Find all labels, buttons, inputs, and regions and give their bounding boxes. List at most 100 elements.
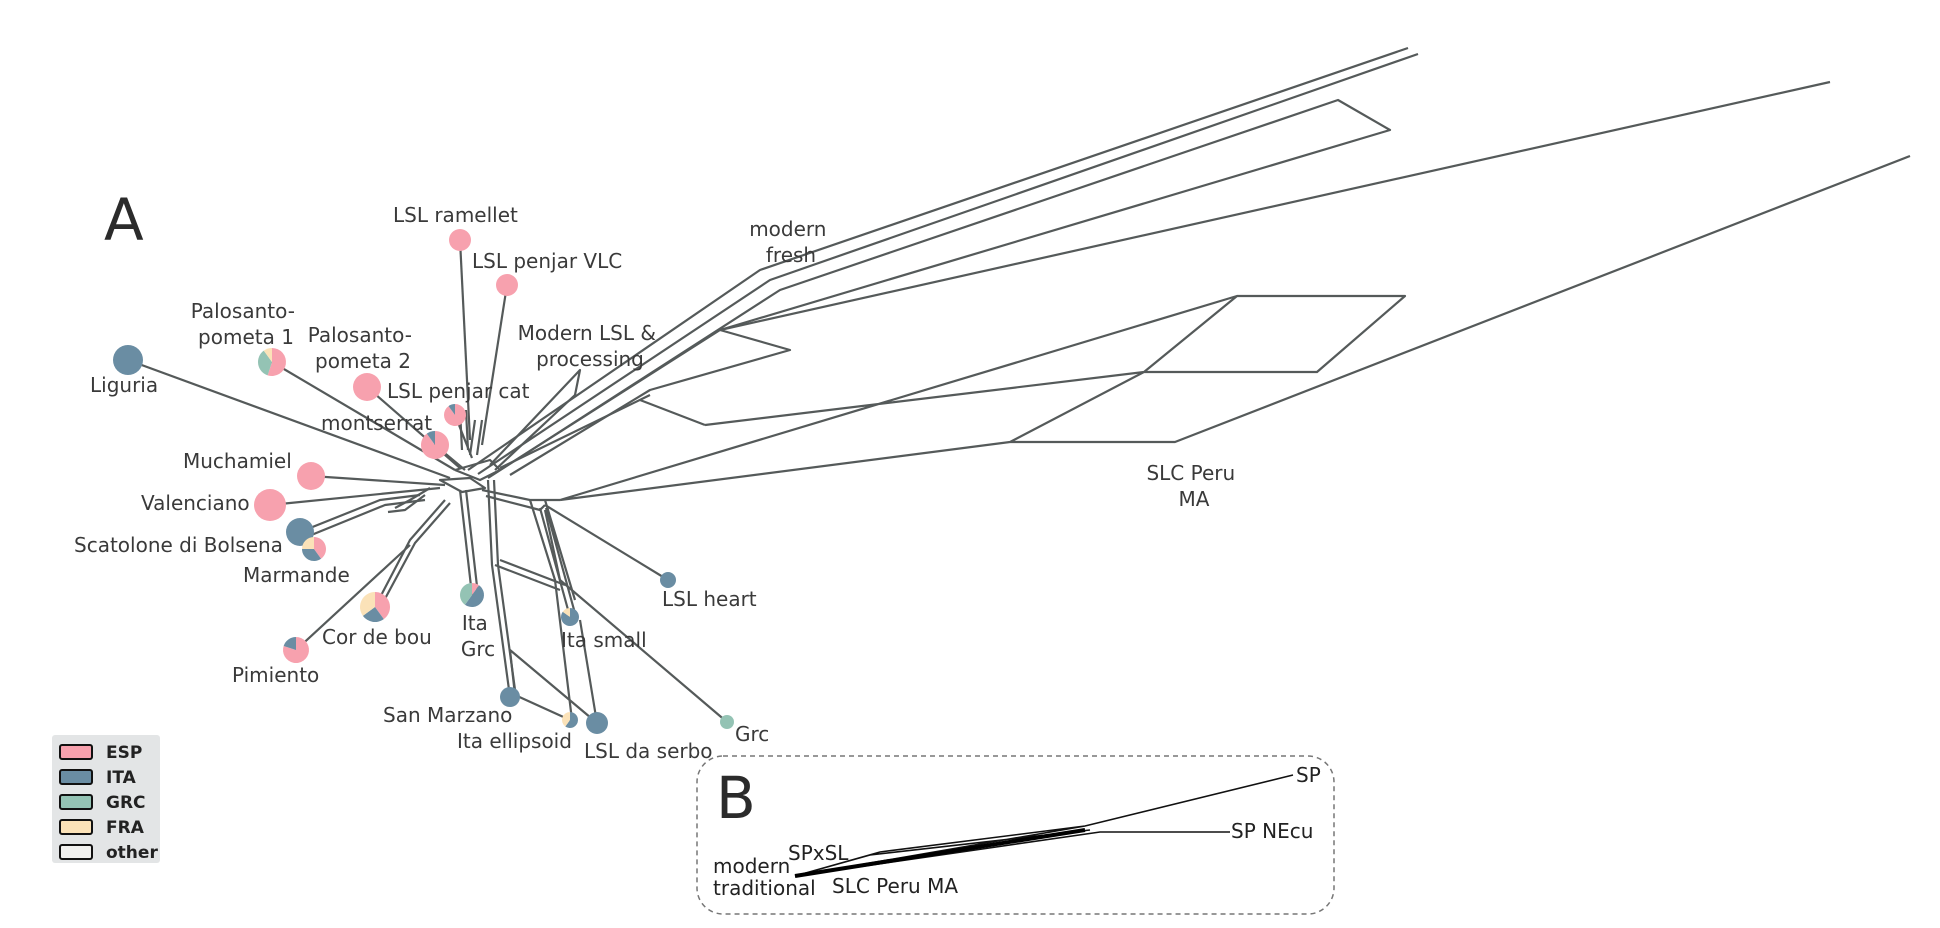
label-lsl-heart: LSL heart	[662, 587, 757, 611]
label-lsl-penjar-cat: LSL penjar cat	[387, 379, 530, 403]
pie-slice-ita	[302, 549, 322, 562]
pie-slice-ita	[286, 518, 314, 546]
label-b-modern: modern	[713, 854, 790, 878]
pie-nodes	[113, 229, 734, 734]
pie-slice-grc	[258, 350, 272, 376]
legend-swatch-ita	[59, 769, 93, 785]
label-palosanto-2-line2: pometa 2	[315, 349, 411, 373]
panel-b-edges	[794, 774, 1294, 877]
label-ita-small: Ita small	[561, 628, 647, 652]
pie-slice-ita	[448, 404, 455, 415]
edge-grc	[543, 509, 728, 723]
panel-b-thick-edge	[794, 828, 1086, 878]
edge-cor-de-bou	[374, 499, 451, 609]
panel-b: B SP SP NEcu SPxSL modern traditional SL…	[696, 755, 1335, 915]
edge-valenciano	[269, 486, 441, 507]
network-a-edges	[127, 46, 1911, 724]
panel-b-box	[696, 755, 1335, 915]
legend-label-esp: ESP	[106, 743, 142, 763]
label-b-traditional: traditional	[713, 876, 816, 900]
label-b-sp: SP	[1296, 763, 1321, 787]
label-slc-peru-line2: MA	[1179, 487, 1210, 511]
pie-slice-fra	[562, 712, 570, 727]
label-pimiento: Pimiento	[232, 663, 319, 687]
pie-node-ita-small	[561, 608, 579, 627]
pie-slice-ita	[283, 637, 296, 650]
label-palosanto-1-line1: Palosanto-	[191, 299, 295, 323]
label-palosanto-1: Palosanto- pometa 1	[191, 299, 302, 349]
label-grc: Grc	[735, 722, 769, 746]
pie-node-marmande	[302, 537, 327, 562]
pie-slice-fra	[263, 348, 272, 362]
label-cor-de-bou: Cor de bou	[322, 625, 432, 649]
pie-node-palosanto-pometa-1	[258, 348, 286, 376]
pie-node-palosanto-pometa-2	[353, 373, 381, 401]
label-modern-fresh: modern fresh	[749, 217, 833, 267]
legend-label-other: other	[106, 843, 158, 863]
pie-slice-ita	[362, 607, 384, 622]
pie-slice-esp	[353, 373, 381, 401]
pie-slice-ita	[464, 585, 484, 607]
legend-swatch-grc	[59, 794, 93, 810]
edge-san-marzano	[486, 479, 566, 698]
label-marmande: Marmande	[243, 563, 350, 587]
pie-slice-ita	[586, 712, 608, 734]
pie-node-liguria	[113, 345, 143, 375]
pie-slice-esp	[449, 229, 471, 251]
pie-slice-fra	[360, 592, 375, 616]
pie-slice-fra	[562, 608, 570, 617]
pie-node-valenciano	[254, 489, 286, 521]
edge-scatolone	[299, 493, 426, 540]
pie-slice-esp	[267, 348, 286, 376]
pie-slice-esp	[472, 583, 480, 595]
label-lsl-da-serbo: LSL da serbo	[584, 739, 713, 763]
label-ita-ellipsoid: Ita ellipsoid	[457, 729, 572, 753]
pie-slice-esp	[496, 274, 518, 296]
pie-node-grc	[720, 715, 734, 729]
pie-slice-grc	[460, 583, 472, 605]
pie-node-lsl-penjar-cat	[444, 404, 467, 426]
pie-node-montserrat	[421, 431, 449, 459]
pie-slice-grc	[720, 715, 734, 729]
pie-slice-esp	[297, 462, 325, 490]
label-palosanto-2-line1: Palosanto-	[308, 323, 412, 347]
edge-lsl-da-serbo	[508, 619, 599, 724]
node-labels-a: LSL ramellet LSL penjar VLC Palosanto- p…	[74, 203, 1235, 763]
pie-node-lsl-penjar-vlc	[496, 274, 518, 296]
label-modern-lsl-line1: Modern LSL &	[518, 321, 656, 345]
pie-slice-esp	[375, 592, 390, 620]
label-modern-fresh-line1: modern	[749, 217, 826, 241]
label-valenciano: Valenciano	[141, 491, 250, 515]
pie-node-scatolone-di-bolsena	[286, 518, 314, 546]
edge-ita-ellipsoid	[514, 499, 574, 722]
legend-label-fra: FRA	[106, 818, 145, 838]
pie-slice-ita	[565, 712, 579, 728]
legend-swatch-fra	[59, 819, 93, 835]
edge-liguria	[127, 358, 451, 480]
label-ita-grc-line2: Grc	[461, 637, 495, 661]
edge-branch-2	[499, 80, 1831, 476]
pie-slice-fra	[302, 537, 314, 549]
pie-slice-ita	[500, 687, 520, 707]
edge-pimiento	[295, 544, 411, 651]
edge-ita-grc	[458, 489, 480, 596]
label-muchamiel: Muchamiel	[183, 449, 292, 473]
label-b-spxsl: SPxSL	[788, 841, 849, 865]
pie-node-cor-de-bou	[360, 592, 390, 622]
label-modern-lsl-processing: Modern LSL & processing	[518, 321, 663, 371]
edge-slc-peru-branch	[559, 154, 1911, 502]
pie-node-lsl-heart	[660, 572, 676, 588]
label-b-sp-necu: SP NEcu	[1231, 819, 1313, 843]
legend-label-ita: ITA	[106, 768, 137, 788]
label-lsl-ramellet: LSL ramellet	[393, 203, 518, 227]
pie-slice-ita	[660, 572, 676, 588]
edge-modern-lsl	[489, 368, 651, 471]
pie-slice-esp	[314, 537, 327, 559]
label-palosanto-2: Palosanto- pometa 2	[308, 323, 419, 373]
label-lsl-penjar-vlc: LSL penjar VLC	[472, 249, 622, 273]
panel-b-letter: B	[716, 764, 756, 832]
panel-a-letter: A	[104, 186, 144, 254]
pie-slice-ita	[426, 431, 435, 445]
label-montserrat: montserrat	[321, 411, 432, 435]
